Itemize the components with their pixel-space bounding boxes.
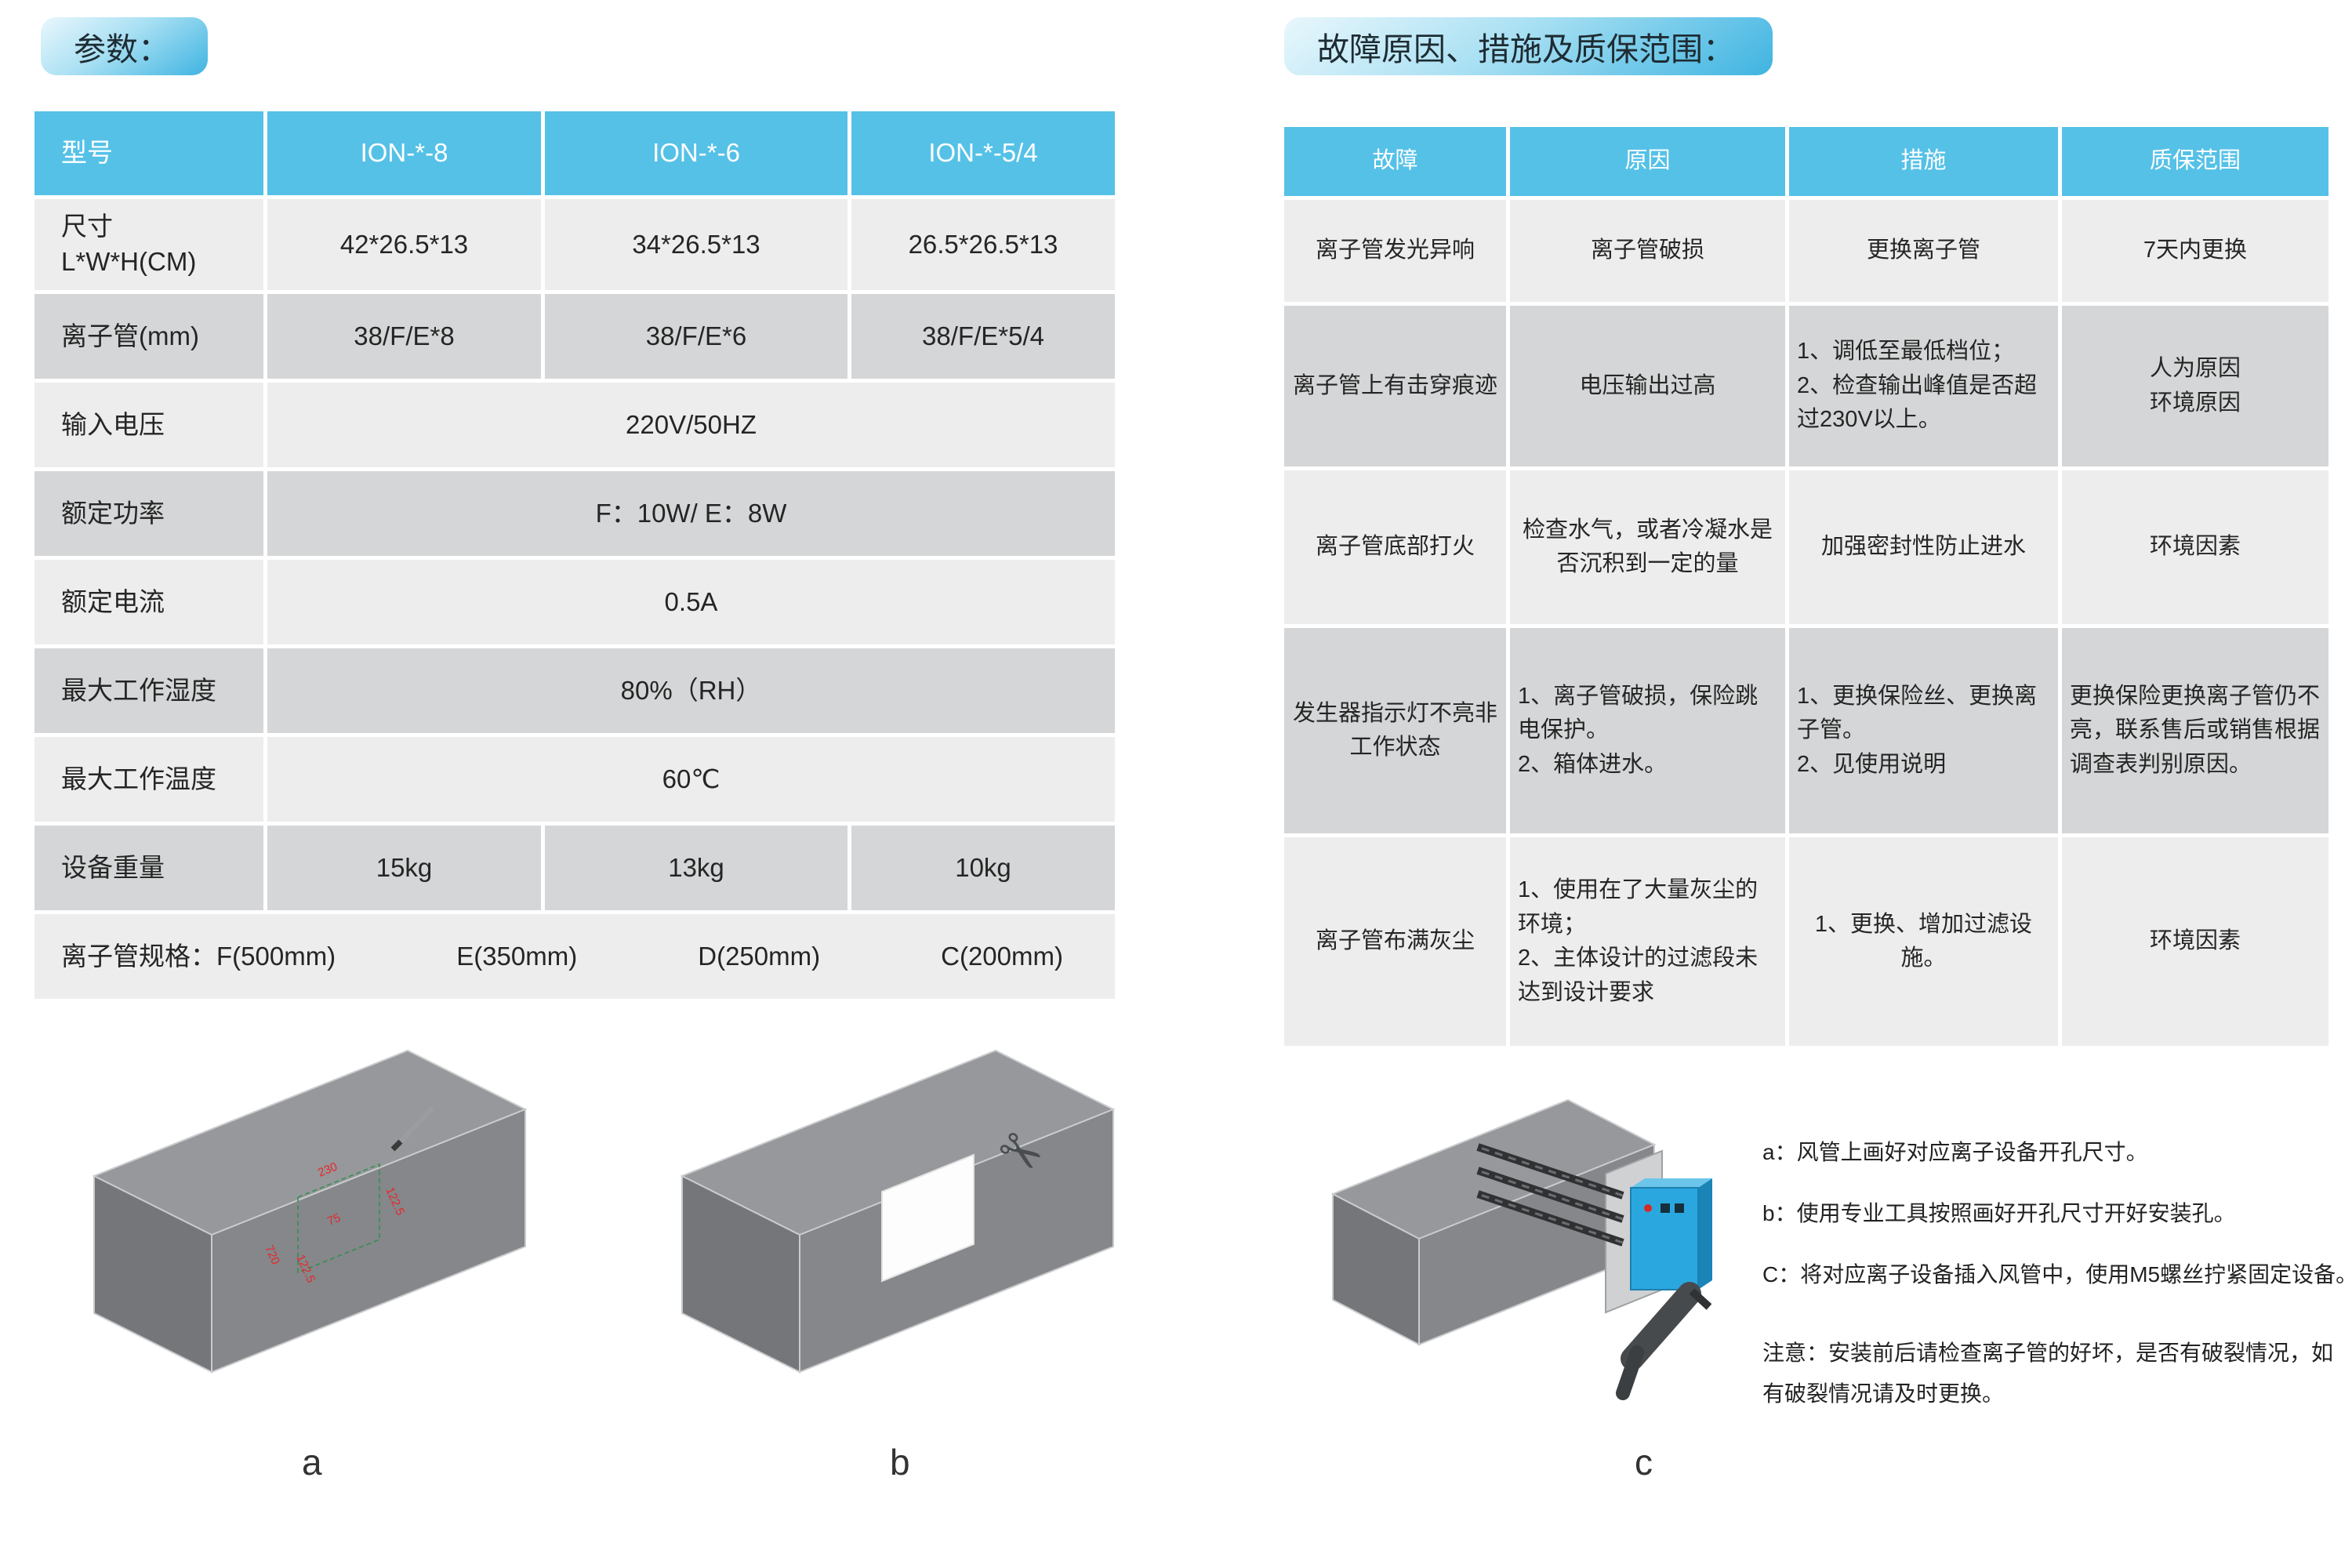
fault-cell: 环境因素 bbox=[2062, 470, 2328, 624]
fault-cell: 1、更换保险丝、更换离子管。 2、见使用说明 bbox=[1789, 628, 2058, 833]
param-cell: 26.5*26.5*13 bbox=[851, 199, 1115, 290]
duct-side-face bbox=[93, 1174, 212, 1374]
param-cell: 38/F/E*5/4 bbox=[851, 294, 1115, 379]
tube-spec-c: C(200mm) bbox=[941, 941, 1063, 971]
param-cell: 80%（RH） bbox=[267, 648, 1115, 733]
parameters-table: 型号 ION-*-8 ION-*-6 ION-*-5/4 尺寸 L*W*H(CM… bbox=[34, 111, 1115, 999]
fault-cell: 检查水气，或者冷凝水是否沉积到一定的量 bbox=[1510, 470, 1785, 624]
param-cell: 38/F/E*6 bbox=[545, 294, 848, 379]
figure-label-b: b bbox=[890, 1442, 910, 1483]
figure-label-a: a bbox=[302, 1442, 322, 1483]
param-cell: 220V/50HZ bbox=[267, 383, 1115, 467]
param-cell: 38/F/E*8 bbox=[267, 294, 541, 379]
param-cell: 额定电流 bbox=[34, 560, 263, 644]
param-cell: F：10W/ E：8W bbox=[267, 471, 1115, 556]
fault-cell: 1、离子管破损，保险跳电保护。 2、箱体进水。 bbox=[1510, 628, 1785, 833]
figure-label-c: c bbox=[1635, 1442, 1653, 1483]
tube-spec-e: E(350mm) bbox=[456, 941, 578, 971]
fault-section-title: 故障原因、措施及质保范围： bbox=[1284, 17, 1773, 75]
duct-side-face bbox=[1332, 1192, 1420, 1346]
tube-spec-row: 离子管规格：F(500mm) E(350mm) D(250mm) C(200mm… bbox=[34, 914, 1115, 999]
param-cell: 最大工作湿度 bbox=[34, 648, 263, 733]
fault-cell: 1、使用在了大量灰尘的环境； 2、主体设计的过滤段未达到设计要求 bbox=[1510, 837, 1785, 1046]
fault-cell: 加强密封性防止进水 bbox=[1789, 470, 2058, 624]
param-cell: 额定功率 bbox=[34, 471, 263, 556]
param-header-ion6: ION-*-6 bbox=[545, 111, 848, 195]
fault-cell: 更换保险更换离子管仍不亮，联系售后或销售根据调查表判别原因。 bbox=[2062, 628, 2328, 833]
param-cell: 最大工作温度 bbox=[34, 737, 263, 822]
fault-cell: 1、更换、增加过滤设施。 bbox=[1789, 837, 2058, 1046]
fault-cell: 离子管布满灰尘 bbox=[1284, 837, 1506, 1046]
param-cell: 离子管(mm) bbox=[34, 294, 263, 379]
fault-cell: 1、调低至最低档位； 2、检查输出峰值是否超过230V以上。 bbox=[1789, 306, 2058, 466]
fault-table: 故障 原因 措施 质保范围 离子管发光异响 离子管破损 更换离子管 7天内更换 … bbox=[1284, 127, 2328, 1046]
fault-cell: 环境因素 bbox=[2062, 837, 2328, 1046]
dim-75: 75 bbox=[325, 1211, 343, 1229]
param-cell: 输入电压 bbox=[34, 383, 263, 467]
fault-cell: 人为原因 环境原因 bbox=[2062, 306, 2328, 466]
note-step-a: a：风管上画好对应离子设备开孔尺寸。 bbox=[1762, 1140, 2148, 1164]
tube-spec-d: D(250mm) bbox=[698, 941, 821, 971]
fault-cell: 离子管底部打火 bbox=[1284, 470, 1506, 624]
pencil-icon bbox=[390, 1105, 435, 1152]
fault-cell: 更换离子管 bbox=[1789, 200, 2058, 302]
ion-tube-texture bbox=[1477, 1145, 1624, 1244]
fault-cell: 离子管上有击穿痕迹 bbox=[1284, 306, 1506, 466]
param-header-ion8: ION-*-8 bbox=[267, 111, 541, 195]
param-cell: 42*26.5*13 bbox=[267, 199, 541, 290]
note-step-c: C：将对应离子设备插入风管中，使用M5螺丝拧紧固定设备。 bbox=[1762, 1262, 2352, 1287]
duct-diagram-b: ✂ bbox=[680, 1049, 1116, 1374]
fault-cell: 离子管发光异响 bbox=[1284, 200, 1506, 302]
duct-diagram-a: 230 122.5 75 122.5 720 bbox=[92, 1049, 528, 1374]
param-cell: 60℃ bbox=[267, 737, 1115, 822]
ionizer-device bbox=[1630, 1178, 1712, 1290]
fault-header-measure: 措施 bbox=[1789, 127, 2058, 196]
note-step-b: b：使用专业工具按照画好开孔尺寸开好安装孔。 bbox=[1762, 1201, 2236, 1225]
installation-notes: a：风管上画好对应离子设备开孔尺寸。 b：使用专业工具按照画好开孔尺寸开好安装孔… bbox=[1762, 1135, 2352, 1414]
param-cell: 15kg bbox=[267, 826, 541, 910]
duct-side-face bbox=[681, 1174, 800, 1374]
note-warning: 注意：安装前后请检查离子管的好坏，是否有破裂情况，如有破裂情况请及时更换。 bbox=[1762, 1341, 2334, 1406]
fault-header-fault: 故障 bbox=[1284, 127, 1506, 196]
fault-header-cause: 原因 bbox=[1510, 127, 1785, 196]
drill-icon bbox=[1616, 1282, 1712, 1400]
param-cell: 10kg bbox=[851, 826, 1115, 910]
fault-header-warranty: 质保范围 bbox=[2062, 127, 2328, 196]
cutout-hole bbox=[881, 1153, 975, 1283]
fault-cell: 电压输出过高 bbox=[1510, 306, 1785, 466]
duct-diagram-c bbox=[1330, 1098, 1712, 1400]
param-header-model: 型号 bbox=[34, 111, 263, 195]
param-header-ion54: ION-*-5/4 bbox=[851, 111, 1115, 195]
param-cell: 34*26.5*13 bbox=[545, 199, 848, 290]
param-cell: 0.5A bbox=[267, 560, 1115, 644]
param-cell: 尺寸 L*W*H(CM) bbox=[34, 199, 263, 290]
params-section-title: 参数： bbox=[41, 17, 208, 75]
param-cell: 13kg bbox=[545, 826, 848, 910]
param-cell: 设备重量 bbox=[34, 826, 263, 910]
fault-cell: 离子管破损 bbox=[1510, 200, 1785, 302]
cutout-outline bbox=[297, 1163, 380, 1274]
fault-cell: 发生器指示灯不亮非工作状态 bbox=[1284, 628, 1506, 833]
fault-cell: 7天内更换 bbox=[2062, 200, 2328, 302]
tube-spec-f: 离子管规格：F(500mm) bbox=[61, 941, 336, 971]
